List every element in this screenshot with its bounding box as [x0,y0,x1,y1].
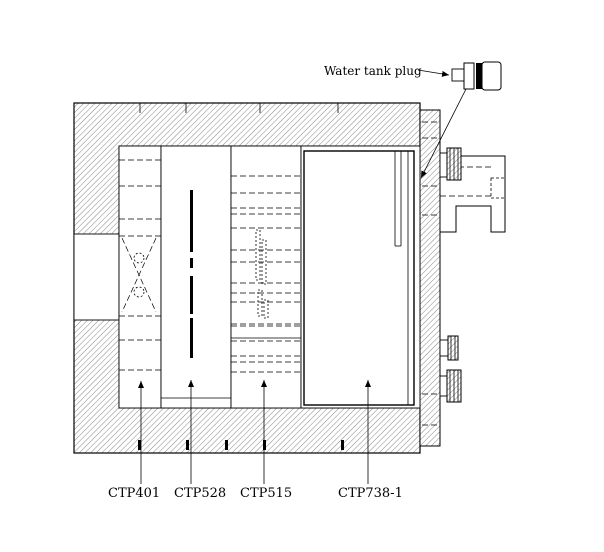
thumb-screw-bottom-icon [439,369,462,403]
module-label-ctp515: CTP515 [240,486,292,501]
water-tank-plug-icon [451,61,502,91]
callout-leaders [138,69,467,484]
module-ctp738 [300,145,421,409]
module-label-ctp738: CTP738-1 [338,486,403,501]
module-label-ctp528: CTP528 [174,486,226,501]
right-side-assembly [439,147,506,403]
module-ctp528 [160,145,232,409]
thumb-screw-middle-icon [439,335,459,361]
thumb-screw-top-icon [439,147,462,181]
module-label-ctp401: CTP401 [108,486,160,501]
water-tank-plug-label: Water tank plug [324,64,422,78]
module-ctp515 [230,145,302,409]
module-ctp401 [118,145,162,409]
